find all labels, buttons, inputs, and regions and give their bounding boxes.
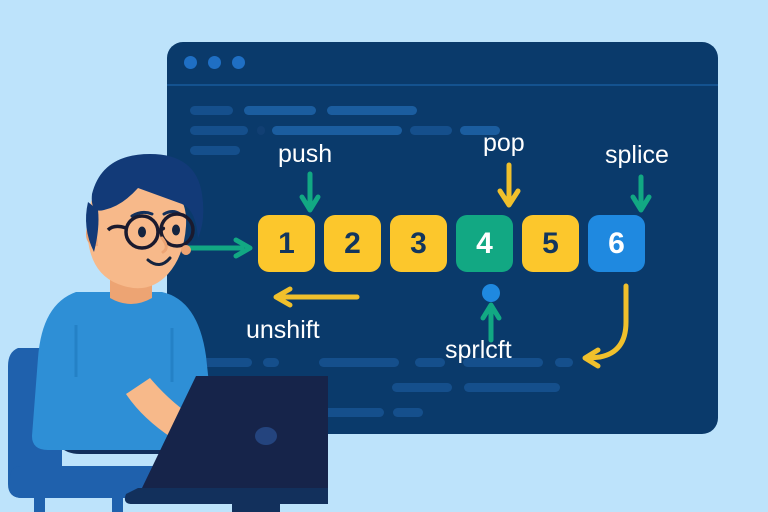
code-bar: [464, 383, 560, 392]
array-cells: 1 2 3 4 5 6: [258, 215, 645, 272]
code-bar: [272, 126, 402, 135]
mouth: [146, 256, 172, 266]
laptop-base: [124, 488, 328, 504]
code-bar: [190, 146, 240, 155]
window-dot-one-icon[interactable]: [184, 56, 197, 69]
code-bar: [555, 358, 573, 367]
hair: [91, 154, 204, 238]
code-bar: [190, 358, 252, 367]
array-cell-2[interactable]: 3: [390, 215, 447, 272]
cheek: [181, 245, 191, 255]
window-dot-two-icon[interactable]: [208, 56, 221, 69]
laptop-logo-icon: [255, 427, 277, 445]
code-bar: [463, 358, 543, 367]
code-bar: [393, 408, 423, 417]
eye-right: [172, 224, 180, 236]
person-at-laptop-illustration: [8, 154, 328, 512]
laptop-lid: [142, 376, 328, 488]
array-cell-0[interactable]: 1: [258, 215, 315, 272]
code-bar: [322, 408, 384, 417]
eyebrow-left: [130, 210, 154, 218]
array-cell-3[interactable]: 4: [456, 215, 513, 272]
code-bar: [190, 126, 248, 135]
code-bar: [190, 106, 233, 115]
titlebar-divider: [167, 84, 718, 86]
code-bar: [319, 358, 399, 367]
window-dot-three-icon[interactable]: [232, 56, 245, 69]
hair-sideburn: [86, 202, 99, 252]
array-cell-1[interactable]: 2: [324, 215, 381, 272]
label-pop: pop: [483, 129, 525, 157]
label-unshift: unshift: [246, 316, 320, 344]
array-cell-5[interactable]: 6: [588, 215, 645, 272]
glasses-icon: [106, 212, 195, 250]
label-sprlcft: sprlcft: [445, 336, 512, 364]
code-bar: [263, 358, 279, 367]
code-bar: [257, 126, 265, 135]
chair-leg-left: [34, 494, 45, 512]
code-bar: [392, 383, 452, 392]
browser-titlebar: [167, 42, 718, 84]
label-splice: splice: [605, 141, 669, 169]
code-bar: [410, 126, 452, 135]
label-push: push: [278, 140, 333, 168]
code-bar: [415, 358, 445, 367]
code-bar: [327, 106, 417, 115]
code-bar: [244, 106, 316, 115]
eye-left: [138, 226, 146, 238]
array-cell-4[interactable]: 5: [522, 215, 579, 272]
code-bar: [460, 126, 500, 135]
chair-leg-right: [112, 494, 123, 512]
nose: [160, 236, 168, 254]
